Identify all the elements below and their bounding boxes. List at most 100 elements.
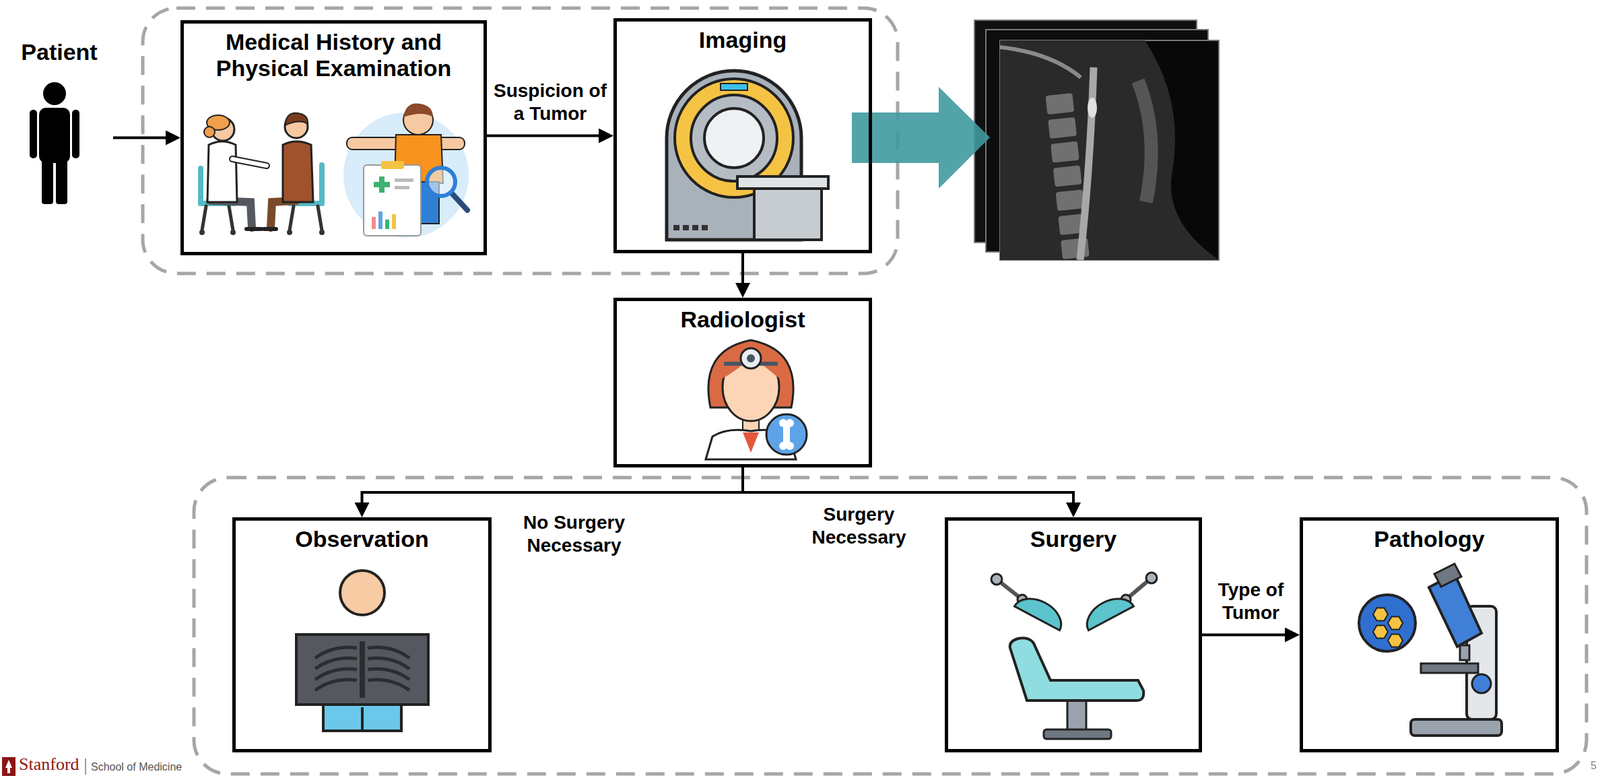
mri-scanner-icon [754,188,822,240]
node-title: Medical History and Physical Examination [183,23,484,82]
dashed-group [142,8,898,274]
examination-icon [378,211,383,229]
examination-icon [379,176,385,193]
radiologist-icon [746,354,755,363]
xray-icon [360,707,364,731]
consultation-icon [230,229,236,236]
microscope-icon [1410,719,1502,736]
xray-icon [315,657,357,669]
dashed-group [142,8,1587,774]
mri-scanner-icon [666,70,829,240]
radiologist-icon [722,344,780,379]
microscope-icon [1387,616,1403,630]
radiologist-icon [742,432,759,453]
process-box: Observation [232,517,492,753]
node-title: Radiologist [616,301,869,333]
mri-image-stack [974,20,1219,260]
xray-icon [315,679,357,691]
surgery-icon [1146,572,1157,584]
surgery-icon [1014,590,1068,631]
mri-image-stack [1000,40,1219,260]
node-title: Imaging [616,21,869,54]
person-icon [72,109,80,159]
mri-image-stack [1138,80,1152,203]
mri-image-stack [1047,117,1077,139]
node-title: Patient [5,39,114,66]
mri-image-stack [1000,40,1219,260]
consultation-icon [232,158,267,166]
examination-icon [391,214,396,229]
surgery-icon [1080,590,1134,631]
mri-scanner-icon [690,94,778,182]
process-box: Surgery [944,517,1203,753]
consultation-icon [202,206,207,231]
consultation-icon [232,158,267,166]
mri-image-stack [1000,40,1219,260]
consultation-icon [319,229,325,236]
mri-image-stack [1050,141,1080,163]
consultation-icon [284,113,308,126]
node-title: Pathology [1303,520,1556,553]
edge-label: Type of Tumor [1202,578,1300,624]
microscope-icon [1420,663,1479,673]
microscope-icon [1428,573,1482,647]
surgery-icon [991,573,1003,585]
examination-icon [343,103,469,238]
mri-image-stack [1055,189,1085,211]
xray-icon [296,634,429,705]
process-box: Imaging [613,18,873,254]
xray-icon [340,570,385,615]
examination-icon [394,178,414,182]
consultation-icon [204,126,215,138]
consultation-icon [317,206,322,231]
xray-icon [315,668,357,680]
surgery-icon [991,572,1157,739]
examination-icon [381,160,405,170]
consultation-icon [199,113,325,236]
edge-label: No Surgery Necessary [515,511,633,557]
person-icon [29,82,80,205]
connector-arrow [362,467,744,511]
logo-mark [5,759,13,774]
surgery-icon [1014,590,1068,631]
consultation-icon [228,206,233,231]
microscope-icon [1472,674,1491,693]
xray-icon [367,668,410,680]
footer-text: School of Medicine [90,760,182,774]
examination-icon [451,192,468,211]
consultation-icon [282,141,314,203]
mri-image-stack [1080,67,1094,260]
xray-icon [359,641,365,698]
connector-arrow [486,134,607,138]
xray-icon [315,647,410,691]
mri-scanner-icon [737,176,829,189]
consultation-icon [197,168,204,204]
mri-scanner-icon [720,83,748,91]
examination-icon [403,103,433,118]
microscope-icon [1373,608,1403,648]
consultation-icon [263,226,277,231]
logo-mark [2,756,16,776]
consultation-icon [286,229,293,236]
connector-arrow [113,136,174,140]
surgery-icon [1080,590,1134,631]
xray-icon [367,647,410,658]
consultation-icon [319,164,325,204]
process-box: Medical History and Physical Examination [180,20,487,256]
microscope-icon [1459,645,1470,660]
person-icon [55,158,68,205]
radiologist-icon [785,441,794,450]
logo-mark [84,758,87,775]
footer-text: Stanford [18,754,80,775]
xray-icon [296,570,429,731]
microscope-icon [1387,634,1403,648]
microscope-icon [1373,625,1388,639]
examination-icon [343,112,469,238]
mri-image-stack [1087,97,1097,118]
mri-image-stack [1045,92,1075,115]
microscope-icon [1373,608,1388,621]
consultation-icon [270,200,297,228]
consultation-icon [210,200,252,228]
